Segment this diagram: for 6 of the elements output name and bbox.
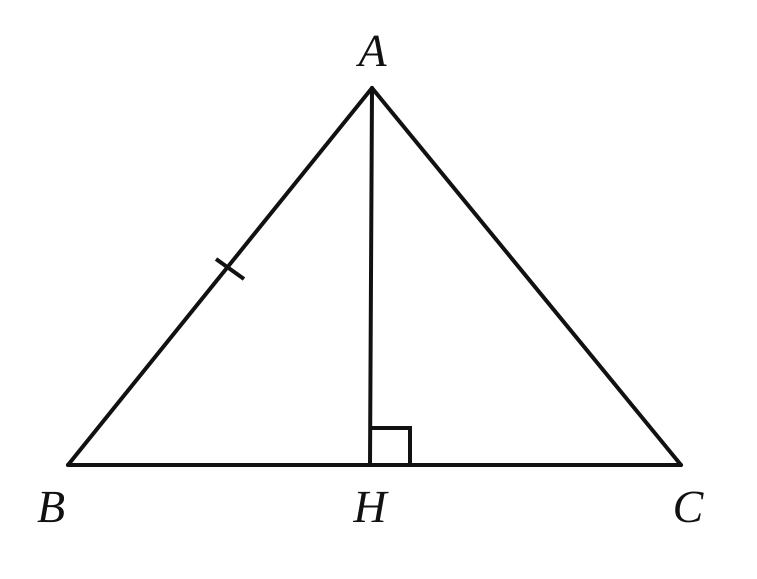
vertex-label: H xyxy=(345,465,395,530)
vertex-label: A xyxy=(350,28,395,88)
vertex-label: C xyxy=(665,465,711,530)
vertex-label: B xyxy=(34,465,68,530)
line-segment xyxy=(66,463,372,467)
line-segment xyxy=(368,463,683,467)
